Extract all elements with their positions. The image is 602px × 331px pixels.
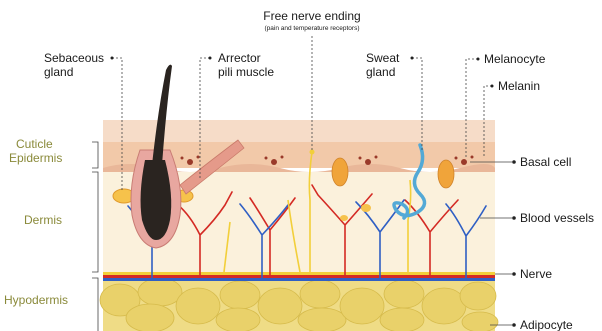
- label-melanocyte: Melanocyte: [484, 52, 546, 66]
- label-basal-cell: Basal cell: [520, 155, 571, 169]
- label-adipocyte: Adipocyte: [520, 318, 573, 331]
- layer-dermis: Dermis: [24, 213, 62, 227]
- main-nerve: [103, 272, 495, 275]
- layer-epidermis: Epidermis: [9, 151, 62, 165]
- label-sebaceous-1: Sebaceous: [44, 51, 104, 65]
- label-arrector-2: pili muscle: [218, 65, 274, 79]
- label-free-nerve-ending: Free nerve ending: [263, 9, 360, 23]
- hair-bulb: [141, 160, 172, 240]
- main-vein: [103, 278, 495, 281]
- label-blood-vessels: Blood vessels: [520, 211, 594, 225]
- layer-hypodermis: Hypodermis: [4, 293, 68, 307]
- label-free-nerve-note: (pain and temperature receptors): [264, 25, 359, 32]
- label-sebaceous-2: gland: [44, 65, 73, 79]
- free-nerve-ending-dot: [310, 150, 315, 155]
- main-artery: [103, 275, 495, 278]
- label-arrector-1: Arrector: [218, 51, 261, 65]
- label-melanin: Melanin: [498, 79, 540, 93]
- label-sweat-1: Sweat: [366, 51, 400, 65]
- main-vessel-band: [103, 272, 495, 281]
- layer-cuticle: Cuticle: [16, 137, 53, 151]
- label-nerve: Nerve: [520, 267, 552, 281]
- label-sweat-2: gland: [366, 65, 395, 79]
